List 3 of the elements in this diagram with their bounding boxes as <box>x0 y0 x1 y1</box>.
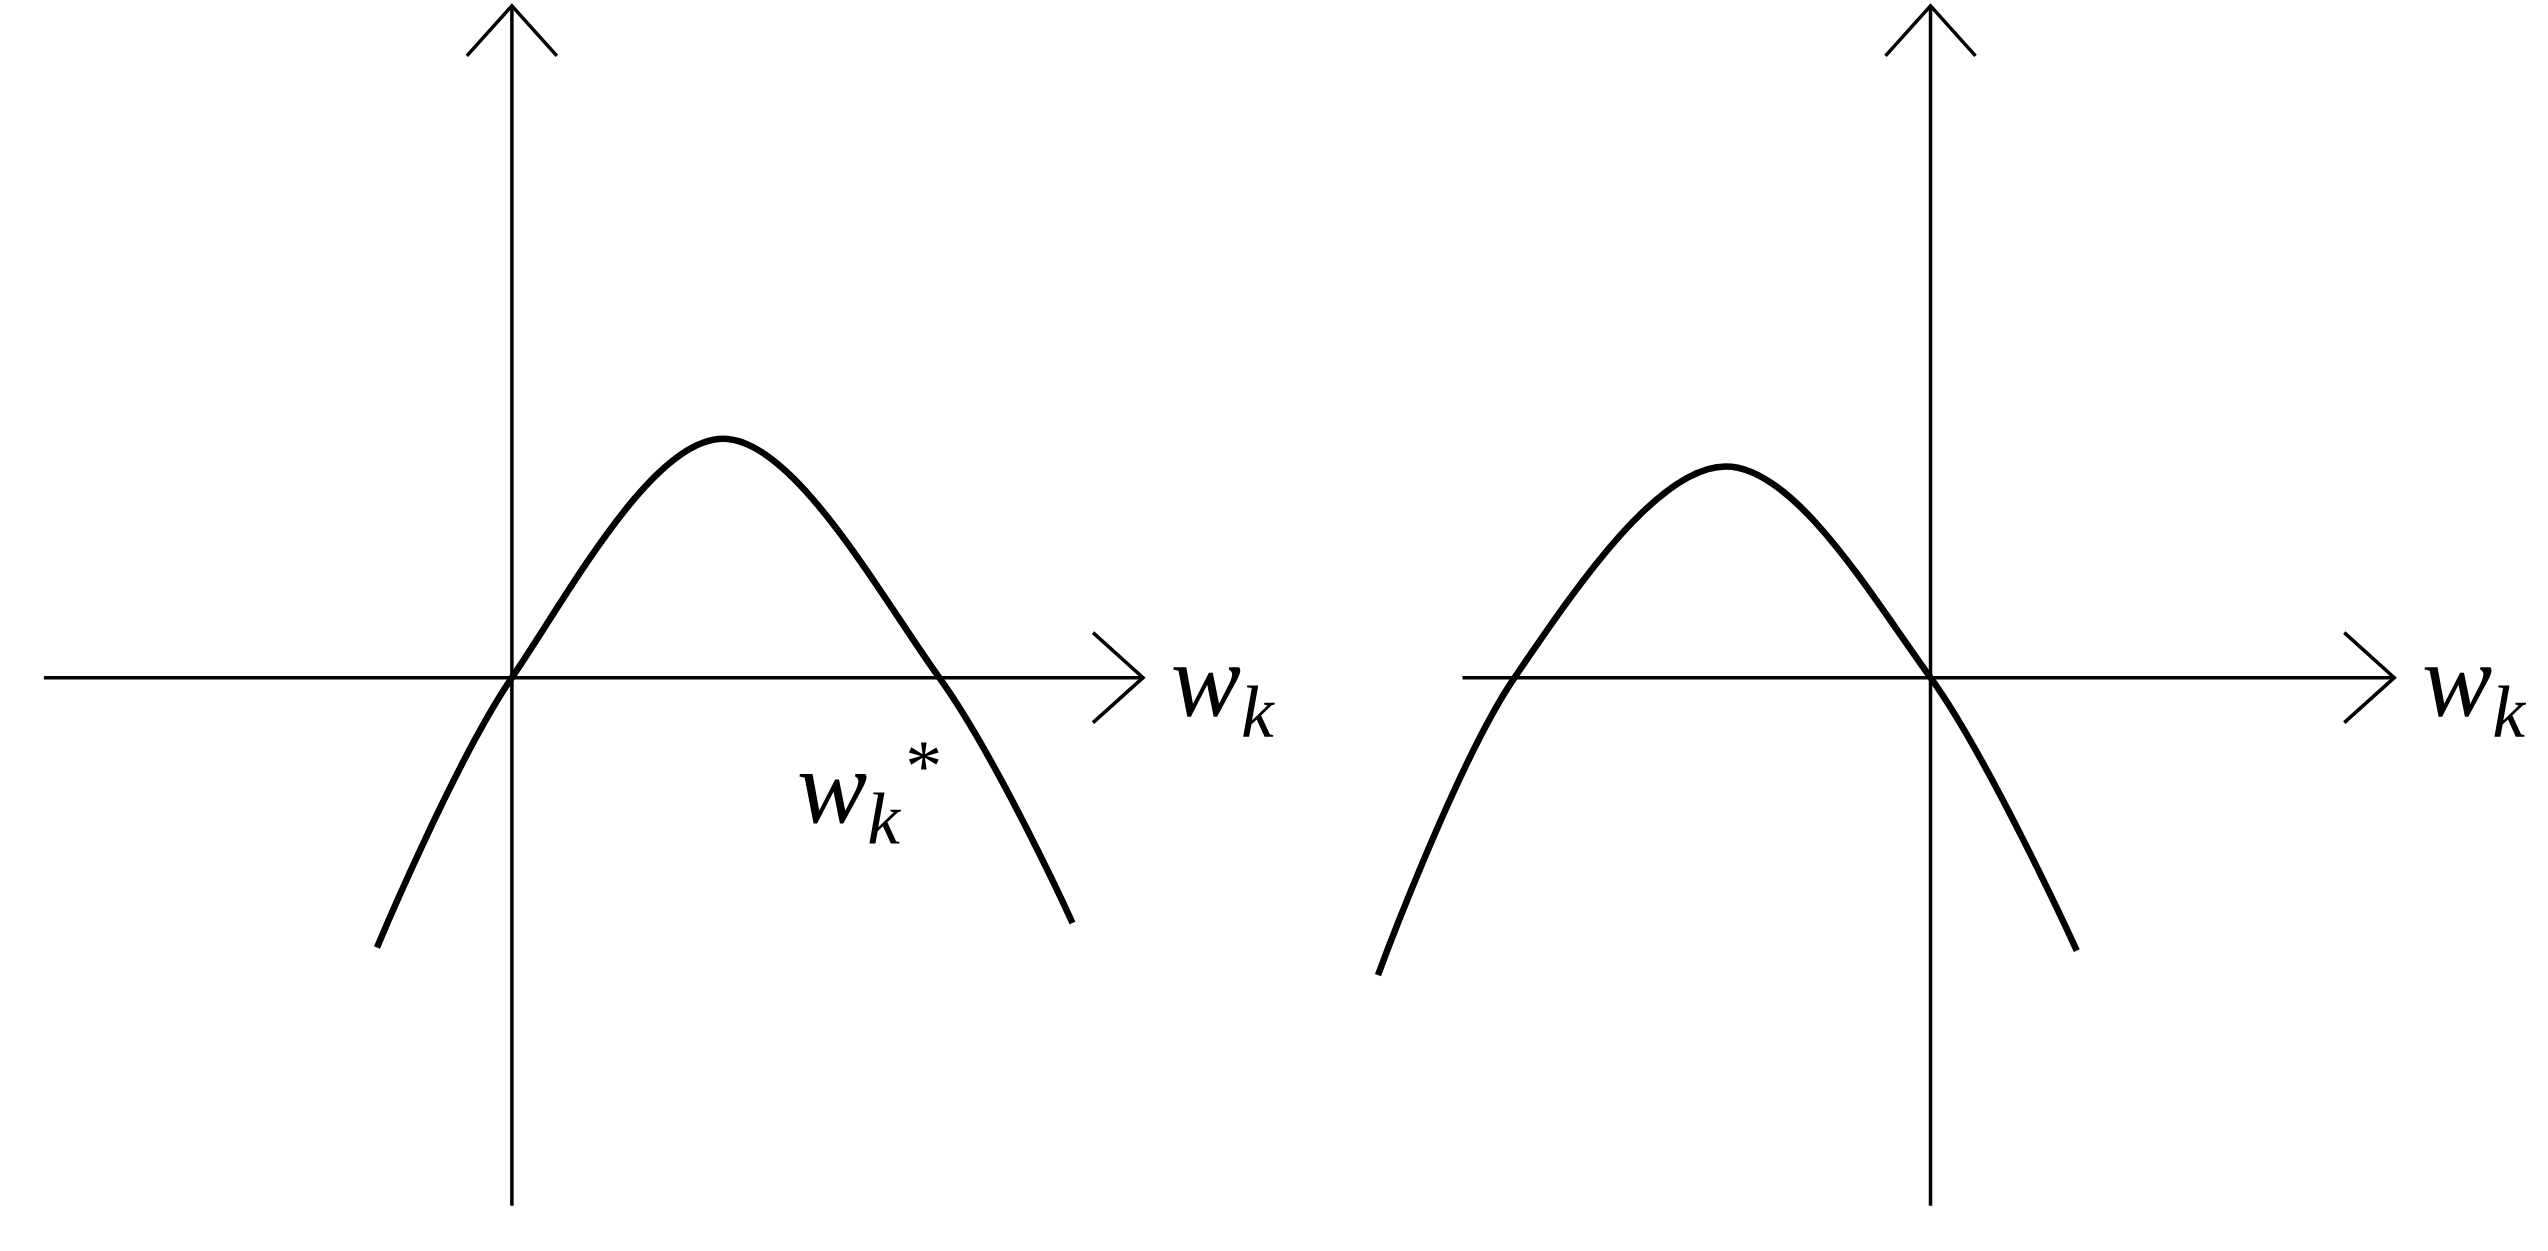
axis-label: w$_{k}$ <box>2424 667 2527 737</box>
axis-label: w$_{k}$* <box>799 742 939 844</box>
axis-label: w$_{k}$ <box>1173 667 1275 737</box>
